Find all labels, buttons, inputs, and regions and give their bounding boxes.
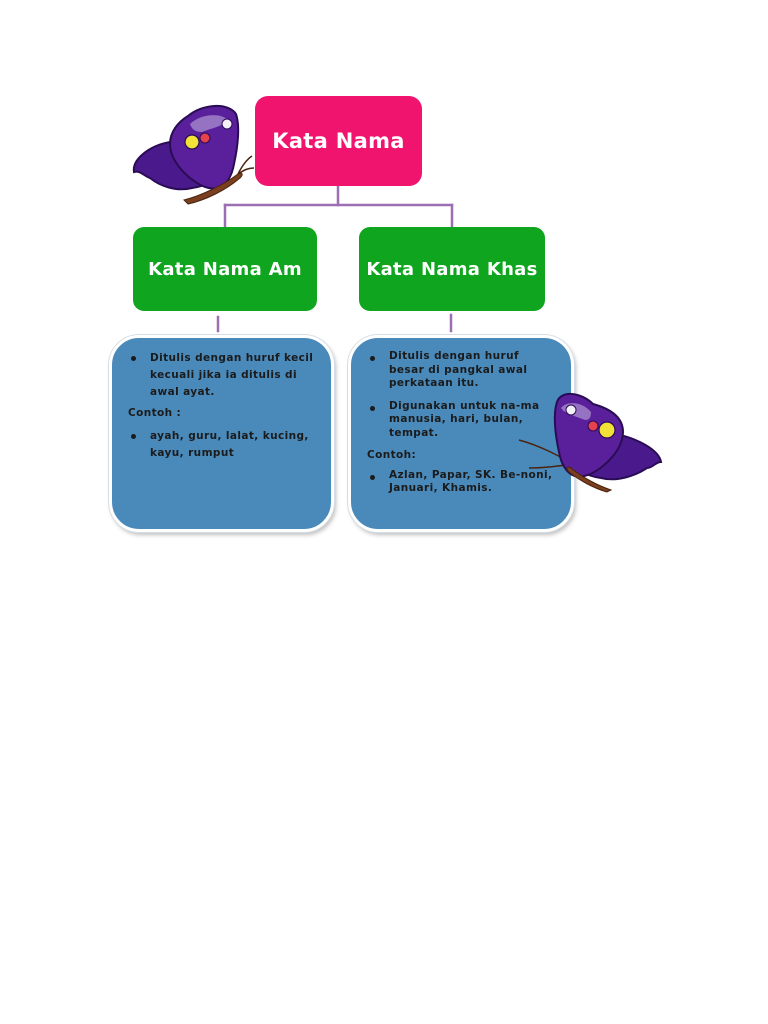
example-item: Azlan, Papar, SK. Be-noni, Januari, Kham… — [367, 469, 557, 496]
root-node-kata-nama: Kata Nama — [255, 96, 422, 186]
branch-node-kata-nama-khas: Kata Nama Khas — [359, 227, 545, 311]
root-node-label: Kata Nama — [272, 129, 405, 153]
example-label: Contoh : — [128, 407, 182, 419]
example-list: Azlan, Papar, SK. Be-noni, Januari, Kham… — [367, 469, 557, 496]
butterfly-icon — [518, 393, 663, 493]
butterfly-icon — [132, 105, 255, 205]
detail-box-kata-nama-khas: Ditulis dengan huruf besar di pangkal aw… — [348, 335, 574, 532]
example-label: Contoh: — [367, 449, 417, 461]
rule-list: Ditulis dengan huruf besar di pangkal aw… — [367, 350, 557, 440]
rule-item: Digunakan untuk na-ma manusia, hari, bul… — [367, 400, 557, 441]
example-list: ayah, guru, lalat, kucing, kayu, rumput — [128, 428, 319, 462]
branch-node-label: Kata Nama Am — [148, 258, 302, 280]
branch-node-kata-nama-am: Kata Nama Am — [133, 227, 317, 311]
rule-item: Ditulis dengan huruf besar di pangkal aw… — [367, 350, 557, 391]
rule-list: Ditulis dengan huruf kecil kecuali jika … — [128, 350, 319, 401]
detail-box-kata-nama-am: Ditulis dengan huruf kecil kecuali jika … — [109, 335, 334, 532]
branch-node-label: Kata Nama Khas — [366, 258, 538, 280]
example-item: ayah, guru, lalat, kucing, kayu, rumput — [128, 428, 319, 462]
rule-item: Ditulis dengan huruf kecil kecuali jika … — [128, 350, 319, 401]
